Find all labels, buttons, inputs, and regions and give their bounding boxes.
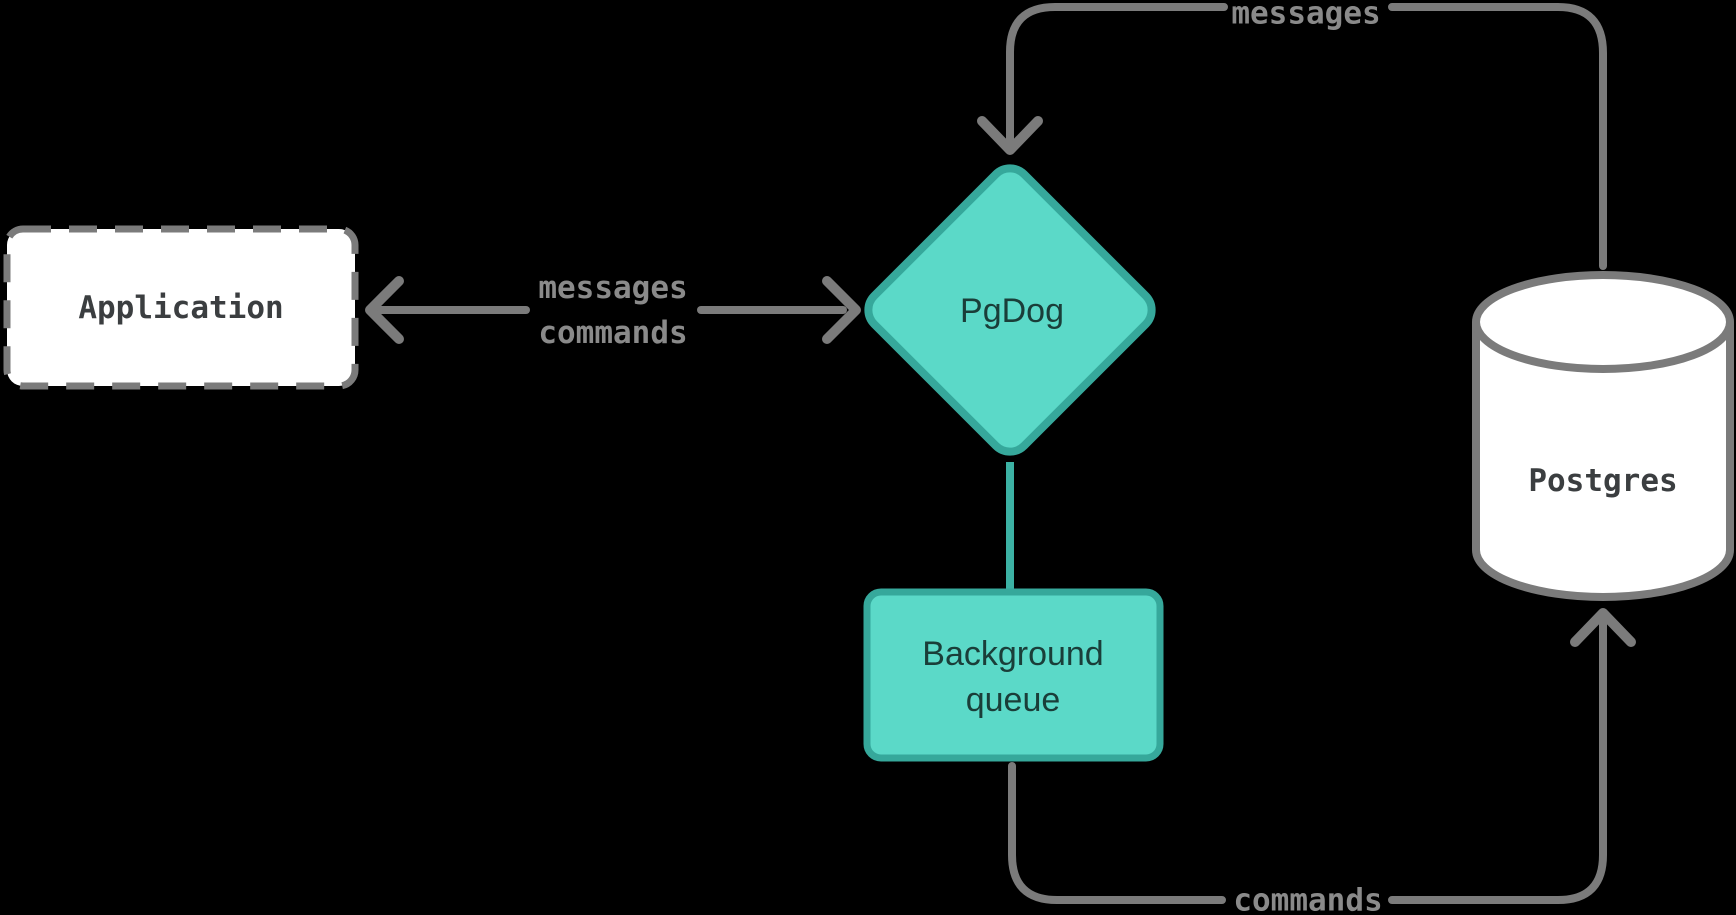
edge-postgres-pgdog-left-segment: [1006, 3, 1228, 149]
edge-postgres-pgdog-label: messages: [1231, 0, 1381, 32]
edge-queue-postgres-left-segment: [1008, 762, 1226, 904]
arrowhead-left-icon: [365, 276, 404, 344]
edge-postgres-pgdog-right-segment: [1388, 3, 1607, 270]
edge-queue-postgres-label: commands: [1233, 882, 1383, 915]
postgres-cylinder-top: [1472, 271, 1734, 373]
arrowhead-down-icon: [977, 116, 1043, 155]
edge-app-pgdog-label-messages: messages: [538, 270, 688, 306]
background-queue-node-label: Background queue: [922, 635, 1104, 719]
application-node-label: Application: [78, 290, 284, 326]
edge-app-pgdog-label: messages commands: [538, 266, 687, 356]
pgdog-node-label: PgDog: [960, 292, 1064, 330]
pgdog-node-shape: [864, 164, 1156, 456]
background-queue-node-shape: [863, 588, 1164, 762]
application-node-shape: [3, 225, 359, 390]
arrowhead-up-icon: [1570, 608, 1636, 647]
edge-queue-postgres-right-segment: [1388, 612, 1607, 904]
arrowhead-right-icon: [822, 276, 861, 344]
edge-app-pgdog-label-commands: commands: [538, 315, 688, 351]
postgres-node-label: Postgres: [1528, 463, 1678, 499]
